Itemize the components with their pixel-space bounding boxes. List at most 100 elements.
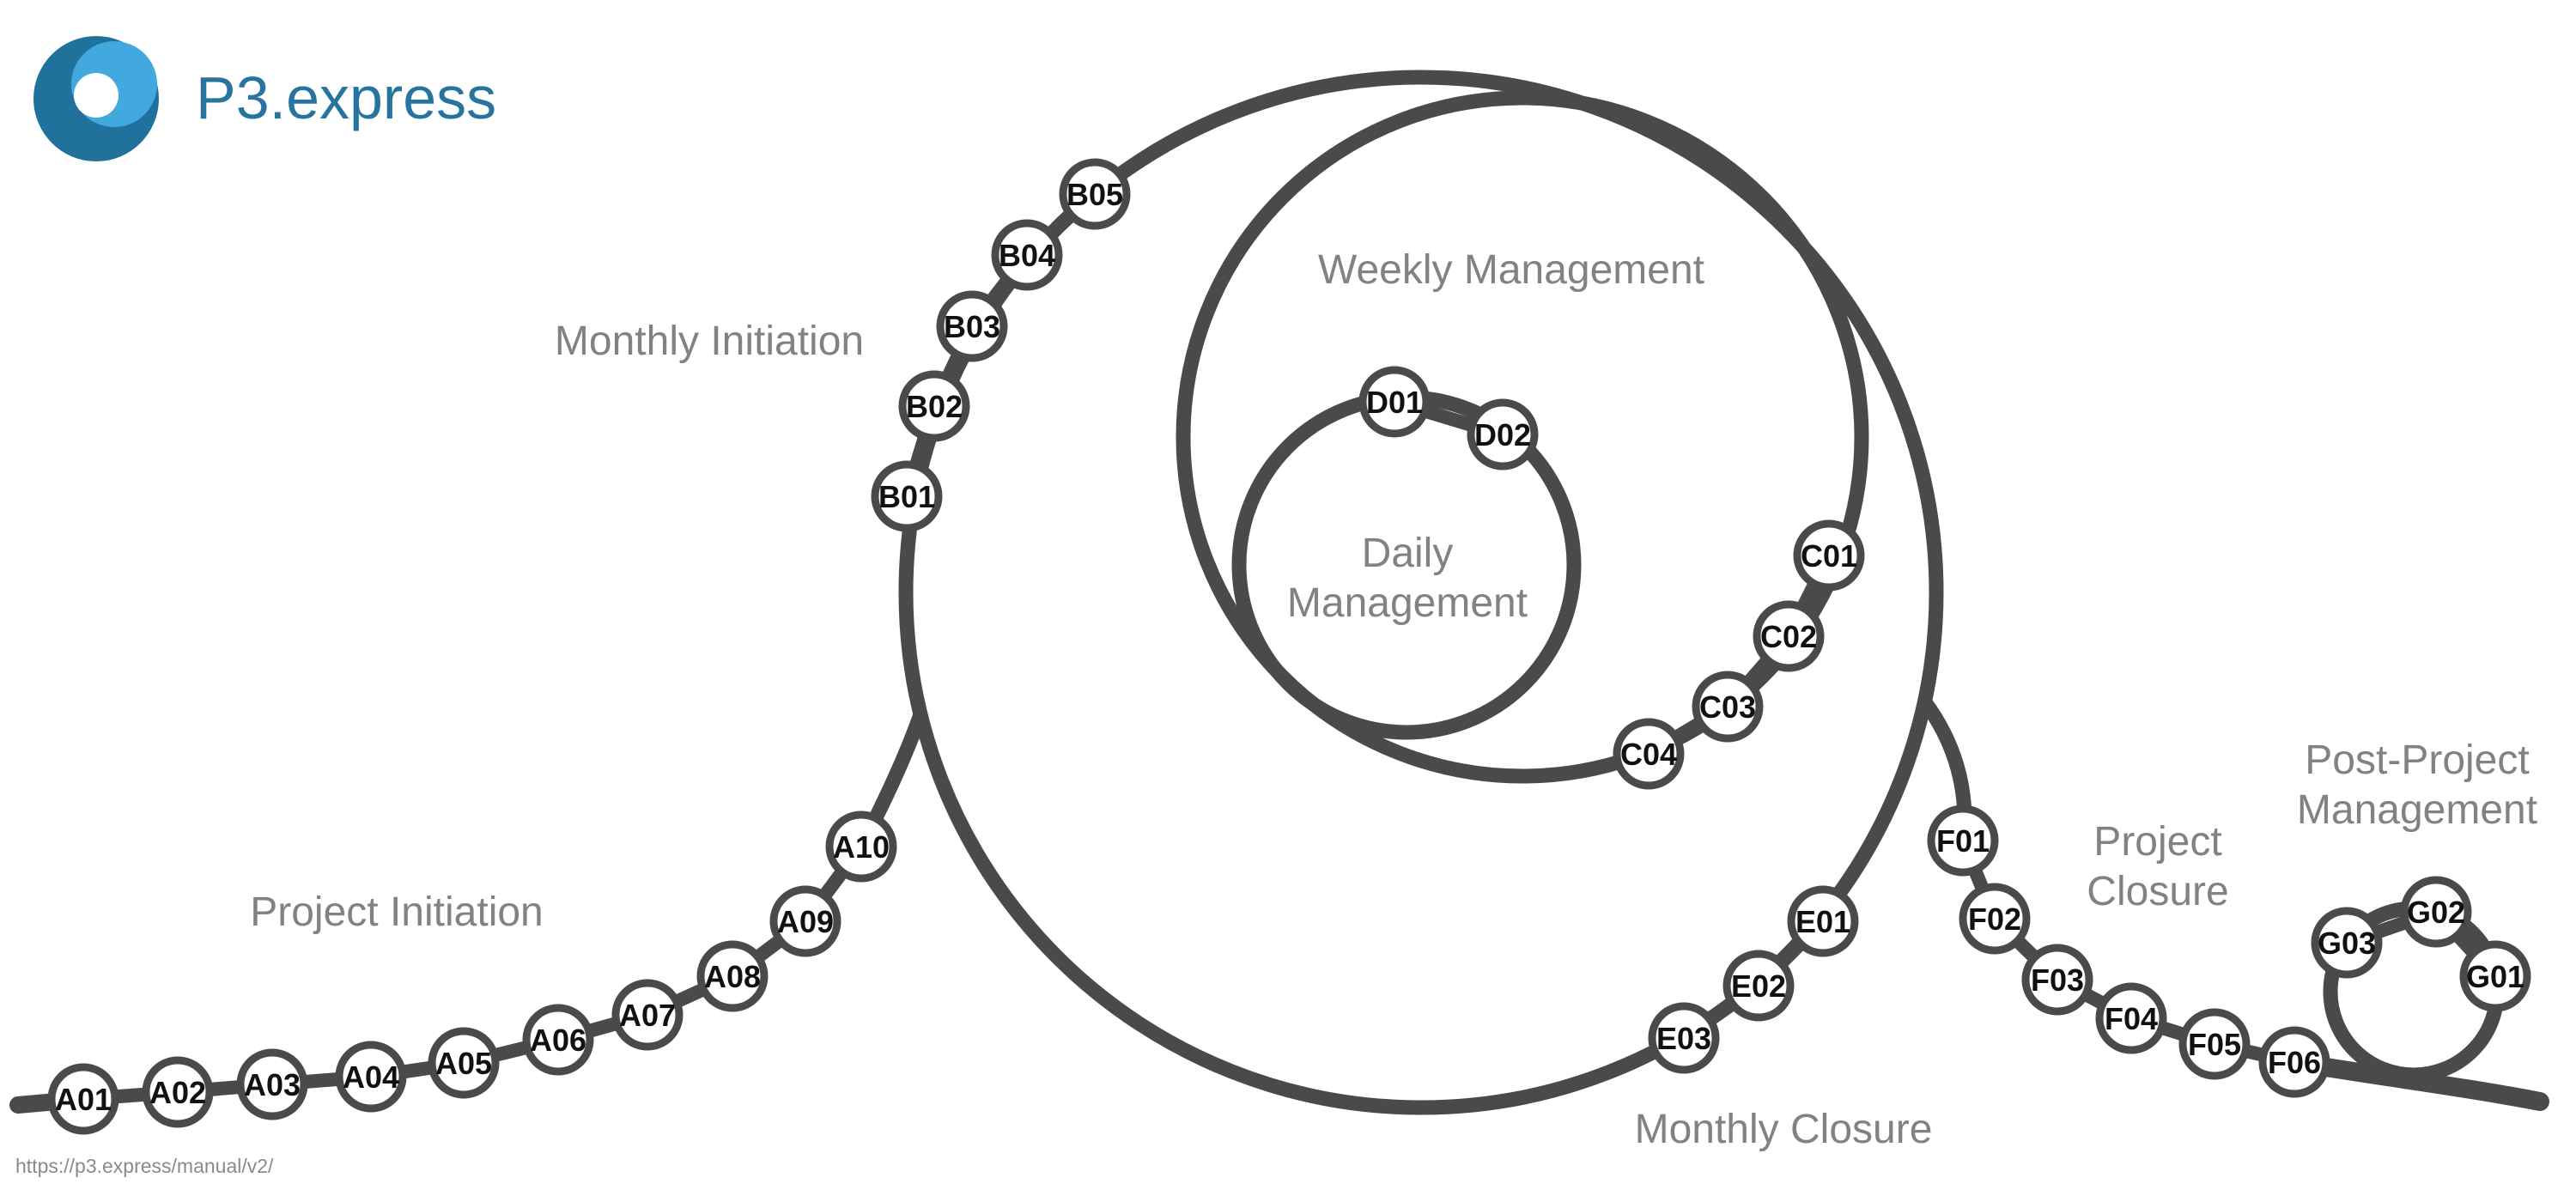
node-A07-label: A07 (619, 998, 676, 1033)
node-A04-circle[interactable] (335, 1041, 407, 1113)
node-E01[interactable]: E01 (1787, 885, 1859, 957)
node-A08-label: A08 (704, 959, 761, 994)
node-A08-circle[interactable] (696, 940, 769, 1012)
node-A01-circle[interactable] (47, 1063, 119, 1135)
node-C01[interactable]: C01 (1793, 519, 1865, 592)
node-C04[interactable]: C04 (1613, 718, 1685, 790)
weekly-cycle-path (1176, 90, 1869, 784)
node-F05-circle[interactable] (2178, 1008, 2251, 1080)
node-A05[interactable]: A05 (428, 1027, 500, 1099)
node-D01[interactable]: D01 (1358, 366, 1431, 438)
node-D01-circle[interactable] (1358, 366, 1431, 438)
node-A10[interactable]: A10 (825, 810, 897, 883)
node-D02-circle[interactable] (1467, 398, 1539, 470)
node-F02[interactable]: F02 (1959, 883, 2031, 955)
node-A02[interactable]: A02 (142, 1056, 214, 1128)
node-B01-circle[interactable] (871, 460, 943, 532)
node-F03[interactable]: F03 (2021, 944, 2093, 1016)
node-E01-circle[interactable] (1787, 885, 1859, 957)
node-F01-label: F01 (1936, 823, 1990, 859)
node-C04-circle[interactable] (1613, 718, 1685, 790)
node-C04-label: C04 (1620, 737, 1677, 772)
node-F01[interactable]: F01 (1927, 804, 1999, 877)
phase-label-project-initiation: Project Initiation (250, 889, 544, 935)
node-D02-label: D02 (1474, 417, 1531, 452)
node-G01[interactable]: G01 (2459, 940, 2531, 1012)
node-B01[interactable]: B01 (871, 460, 943, 532)
node-A10-circle[interactable] (825, 810, 897, 883)
node-A03[interactable]: A03 (236, 1048, 308, 1120)
node-A07-circle[interactable] (611, 979, 683, 1051)
node-B02-label: B02 (906, 389, 963, 424)
node-B02[interactable]: B02 (898, 370, 970, 442)
node-F05-label: F05 (2188, 1027, 2241, 1062)
node-B02-circle[interactable] (898, 370, 970, 442)
node-A08[interactable]: A08 (696, 940, 769, 1012)
node-B05[interactable]: B05 (1059, 158, 1131, 230)
node-B05-circle[interactable] (1059, 158, 1131, 230)
node-A06-circle[interactable] (522, 1004, 594, 1076)
node-G03-circle[interactable] (2311, 907, 2383, 979)
node-E03-label: E03 (1656, 1021, 1711, 1056)
node-A05-circle[interactable] (428, 1027, 500, 1099)
node-G02-circle[interactable] (2400, 876, 2472, 948)
node-G01-circle[interactable] (2459, 940, 2531, 1012)
node-A10-label: A10 (833, 829, 890, 865)
node-A03-circle[interactable] (236, 1048, 308, 1120)
node-C01-label: C01 (1801, 538, 1857, 574)
node-F02-circle[interactable] (1959, 883, 2031, 955)
node-F04-circle[interactable] (2095, 982, 2167, 1054)
node-A01-label: A01 (55, 1082, 112, 1117)
node-B04[interactable]: B04 (991, 219, 1063, 291)
node-E03-circle[interactable] (1648, 1002, 1720, 1074)
node-F01-circle[interactable] (1927, 804, 1999, 877)
node-A09-label: A09 (777, 904, 834, 939)
p3express-logo: P3.express (33, 36, 496, 161)
node-A09-circle[interactable] (769, 885, 841, 957)
node-C02[interactable]: C02 (1753, 600, 1825, 672)
node-B05-label: B05 (1066, 177, 1123, 212)
node-C03[interactable]: C03 (1692, 671, 1764, 743)
node-B03[interactable]: B03 (936, 290, 1008, 362)
node-B03-circle[interactable] (936, 290, 1008, 362)
node-A07[interactable]: A07 (611, 979, 683, 1051)
node-C02-label: C02 (1760, 619, 1817, 654)
node-G03[interactable]: G03 (2311, 907, 2383, 979)
process-path-skeleton (9, 70, 2549, 1115)
node-F03-circle[interactable] (2021, 944, 2093, 1016)
node-E02-circle[interactable] (1722, 950, 1795, 1022)
node-A02-label: A02 (149, 1075, 206, 1110)
node-A04[interactable]: A04 (335, 1041, 407, 1113)
node-G02[interactable]: G02 (2400, 876, 2472, 948)
node-B04-circle[interactable] (991, 219, 1063, 291)
node-A09[interactable]: A09 (769, 885, 841, 957)
monthly-cycle-path (898, 70, 1944, 1115)
node-B01-label: B01 (878, 479, 935, 514)
node-F05[interactable]: F05 (2178, 1008, 2251, 1080)
node-E02-label: E02 (1731, 968, 1786, 1004)
node-F06[interactable]: F06 (2258, 1026, 2330, 1098)
node-F06-label: F06 (2268, 1045, 2321, 1080)
node-connectors (82, 189, 2500, 1106)
node-C03-circle[interactable] (1692, 671, 1764, 743)
node-A04-label: A04 (343, 1059, 399, 1095)
node-C01-circle[interactable] (1793, 519, 1865, 592)
project-initiation-activities-connector (82, 842, 867, 1106)
node-C03-label: C03 (1699, 689, 1756, 725)
node-F02-label: F02 (1968, 902, 2021, 937)
weekly-management-activities-connector (1644, 552, 1836, 760)
node-A02-circle[interactable] (142, 1056, 214, 1128)
node-G01-label: G01 (2466, 959, 2524, 994)
node-A01[interactable]: A01 (47, 1063, 119, 1135)
node-E02[interactable]: E02 (1722, 950, 1795, 1022)
manual-url: https://p3.express/manual/v2/ (15, 1155, 274, 1177)
node-F04[interactable]: F04 (2095, 982, 2167, 1054)
node-D02[interactable]: D02 (1467, 398, 1539, 470)
node-C02-circle[interactable] (1753, 600, 1825, 672)
node-F06-circle[interactable] (2258, 1026, 2330, 1098)
node-E03[interactable]: E03 (1648, 1002, 1720, 1074)
node-A06[interactable]: A06 (522, 1004, 594, 1076)
